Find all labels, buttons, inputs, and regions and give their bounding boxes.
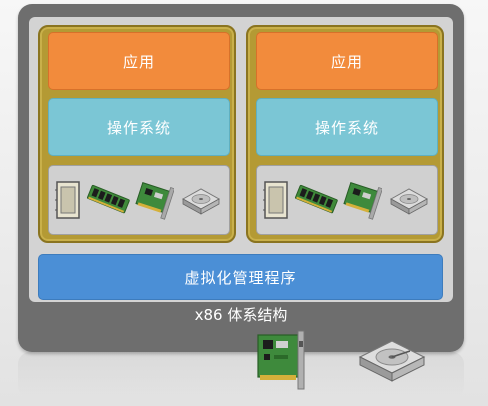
memory-module-icon <box>294 184 338 214</box>
hard-drive-icon <box>181 188 220 215</box>
hard-drive-icon <box>389 188 428 215</box>
operating-system-layer: 操作系统 <box>256 98 438 156</box>
operating-system-layer: 操作系统 <box>48 98 230 156</box>
memory-module-icon <box>86 184 130 214</box>
virtual-hardware-layer <box>48 165 230 235</box>
virtual-machine-2: 应用 操作系统 <box>246 25 444 243</box>
x86-host-frame: 应用 操作系统 <box>18 4 464 352</box>
virtual-hardware-layer <box>256 165 438 235</box>
virtual-machine-1: 应用 操作系统 <box>38 25 236 243</box>
network-card-icon <box>135 182 175 220</box>
cpu-icon <box>263 181 288 219</box>
cpu-icon <box>55 181 80 219</box>
hypervisor-layer: 虚拟化管理程序 <box>38 254 443 300</box>
hard-drive-icon <box>358 340 426 382</box>
virtualization-panel: 应用 操作系统 <box>29 17 453 302</box>
application-layer: 应用 <box>48 32 230 90</box>
network-card-icon <box>343 182 383 220</box>
application-layer: 应用 <box>256 32 438 90</box>
network-card-icon <box>257 330 305 390</box>
architecture-label: x86 体系结构 <box>194 306 288 324</box>
